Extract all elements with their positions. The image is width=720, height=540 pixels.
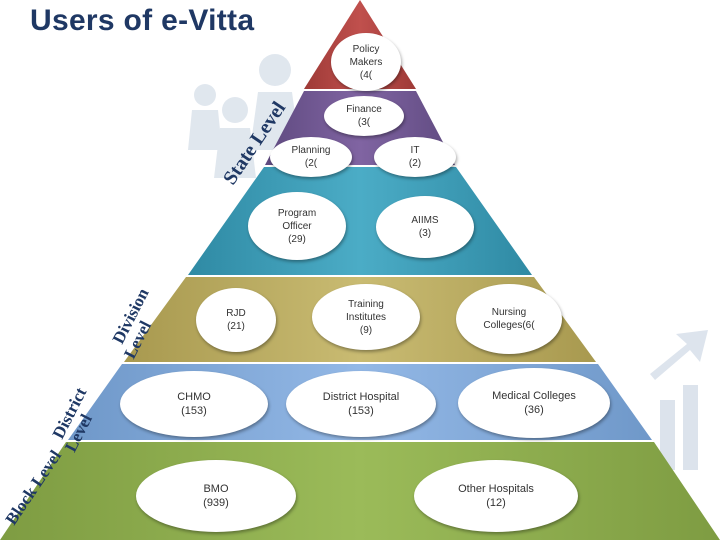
page-title: Users of e-Vitta [30,4,255,37]
node-policy-makers: Policy Makers (4( [331,33,401,91]
node-chmo: CHMO (153) [120,371,268,437]
node-rjd-label: RJD (21) [226,308,246,332]
node-medical-colleges: Medical Colleges (36) [458,368,610,438]
node-bmo: BMO (939) [136,460,296,532]
node-program-officer: Program Officer (29) [248,192,346,260]
node-planning-label: Planning (2( [291,145,331,169]
node-training-institutes: Training Institutes (9) [312,284,420,350]
node-it: IT (2) [374,137,456,177]
node-program-officer-label: Program Officer (29) [277,207,317,245]
node-planning: Planning (2( [270,137,352,177]
tier-block [0,442,720,540]
node-other-hospitals: Other Hospitals (12) [414,460,578,532]
node-finance: Finance (3( [324,96,404,136]
node-aiims: AIIMS (3) [376,196,474,258]
node-aiims-label: AIIMS (3) [411,215,439,239]
node-bmo-label: BMO (939) [203,483,229,509]
node-training-institutes-label: Training Institutes (9) [345,298,387,336]
arrow-watermark-icon [650,330,708,470]
node-nursing-colleges-label: Nursing Colleges(6( [483,307,535,331]
node-nursing-colleges: Nursing Colleges(6( [456,284,562,354]
node-district-hospital-label: District Hospital (153) [322,391,400,417]
node-medical-colleges-label: Medical Colleges (36) [492,390,576,416]
node-other-hospitals-label: Other Hospitals (12) [458,483,534,509]
node-finance-label: Finance (3( [346,104,382,128]
node-district-hospital: District Hospital (153) [286,371,436,437]
node-rjd: RJD (21) [196,288,276,352]
node-it-label: IT (2) [408,145,422,169]
node-policy-makers-label: Policy Makers (4( [349,43,383,81]
node-chmo-label: CHMO (153) [177,391,211,417]
